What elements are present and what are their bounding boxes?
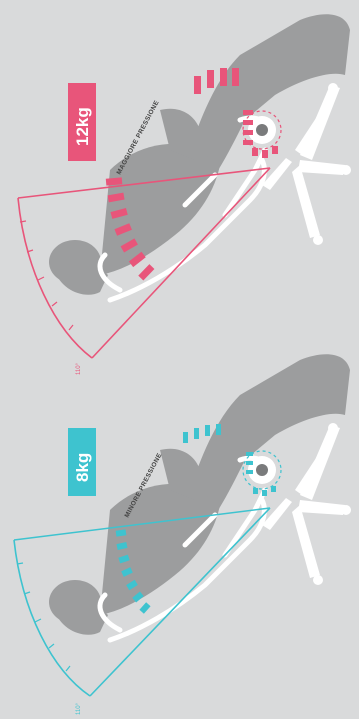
weight-label: 12kg (73, 107, 92, 146)
angle-label: 110° (76, 362, 82, 375)
panel-heavy: 110° MAGGIORE PRESSIONE (18, 14, 351, 375)
panel-light: 110° MINORE PRESSIONE 8kg (14, 354, 351, 715)
weight-label: 8kg (73, 453, 92, 482)
weight-tag: 12kg (68, 83, 96, 161)
angle-label: 110° (76, 702, 82, 715)
weight-tag: 8kg (68, 428, 96, 496)
